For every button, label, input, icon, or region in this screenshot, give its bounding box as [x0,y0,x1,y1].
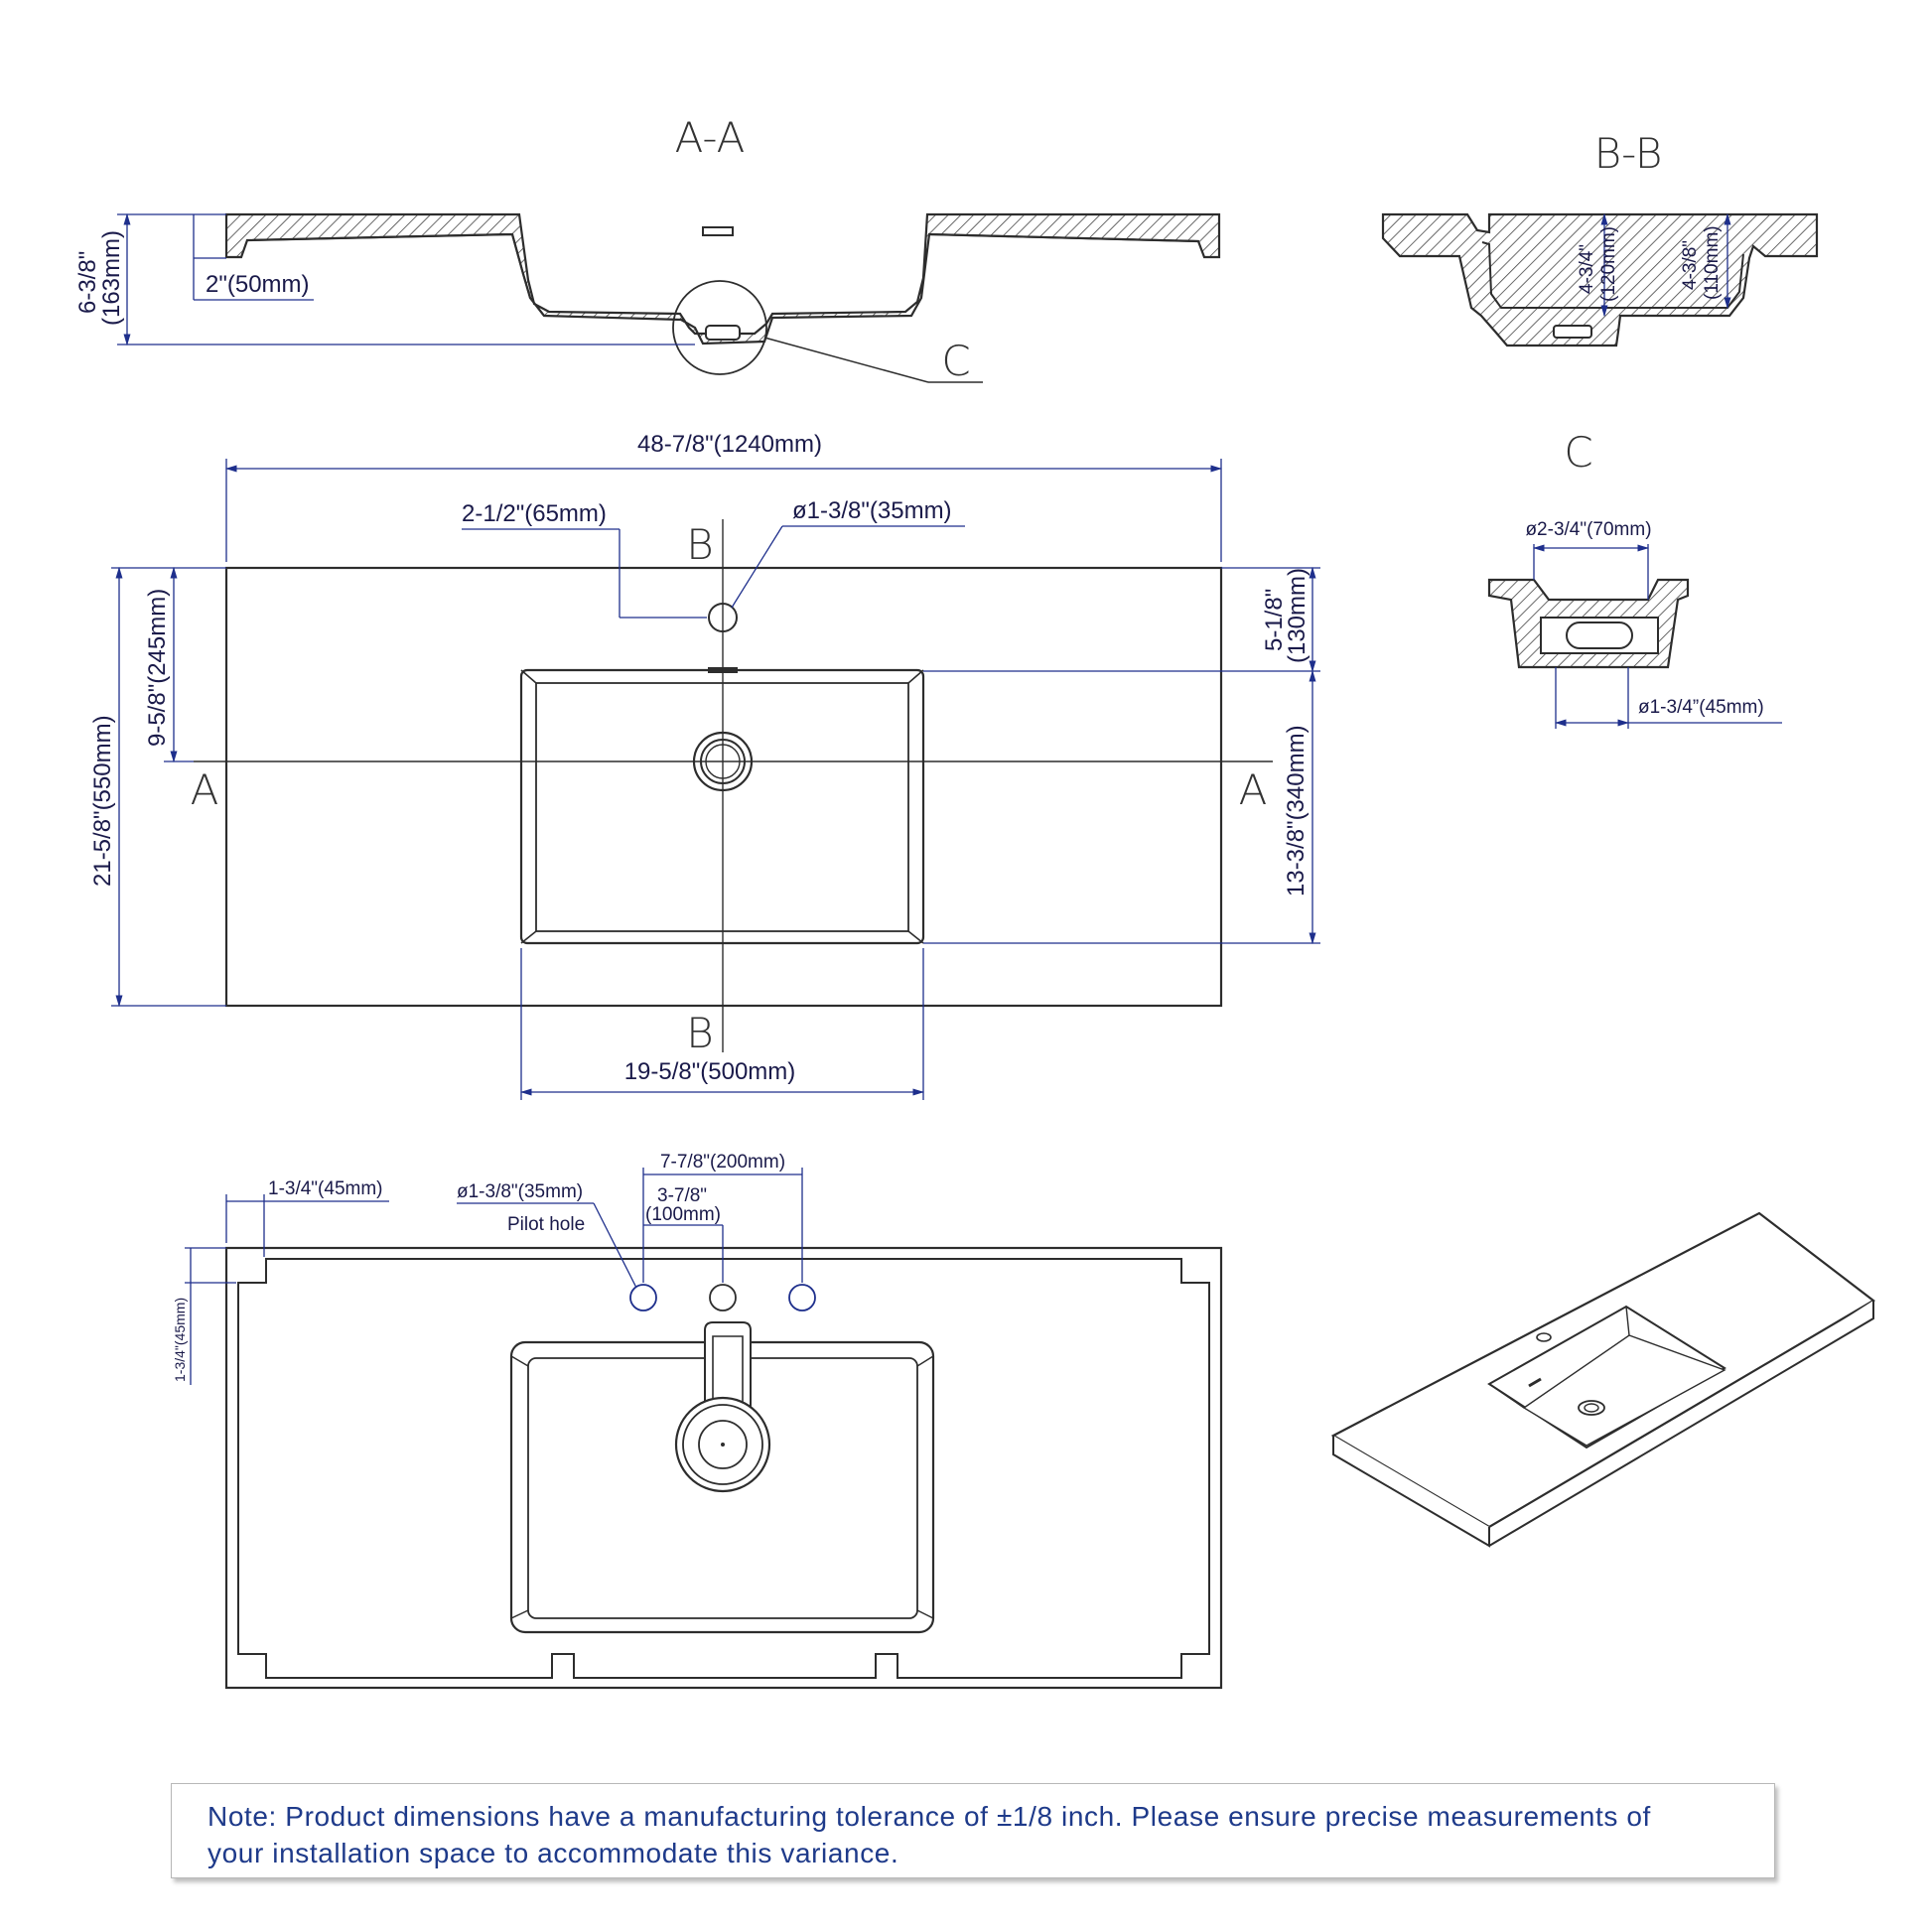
detail-c-title: C [1564,428,1592,477]
aa-deck-label: 2"(50mm) [206,271,310,298]
pilot-hole-center [709,1284,737,1311]
half-spread-label: 3-7/8" [657,1185,707,1206]
overall-depth-label: 21-5/8"(550mm) [89,715,116,887]
bowl-width-label: 19-5/8"(500mm) [624,1058,796,1085]
half-spread-mm-label: (100mm) [645,1204,721,1225]
top-plan-view: A A B B 48-7/8"(1240mm) 2-1/2"(65mm) ø1-… [89,431,1320,1100]
overall-width-label: 48-7/8"(1240mm) [637,431,822,458]
bb-depth1-label: 4-3/4" [1577,244,1597,294]
section-bb-profile [1381,212,1819,347]
aa-height-label: 6-3/8" [74,251,101,314]
note-line-1: Note: Product dimensions have a manufact… [207,1801,1651,1832]
bottom-underside-outline [237,1258,1210,1679]
cut-a-right: A [1239,765,1268,814]
faucet-offset-label: 2-1/2"(65mm) [462,500,607,527]
aa-height-mm-label: (163mm) [98,230,125,326]
faucet-hole-label: ø1-3/8"(35mm) [792,497,952,524]
bottom-view: 1-3/4"(45mm) 1-3/4"(45mm) 7-7/8"(200mm) … [172,1152,1223,1690]
bowl-depth-label: 13-3/8"(340mm) [1283,725,1310,897]
section-bb-title: B-B [1594,129,1663,178]
section-bb-view: B-B 4-3/4" (120mm) 4-3/8" (110mm) [1381,129,1819,347]
pilot-hole-right [788,1284,816,1311]
drain-offset-label: 9-5/8"(245mm) [144,589,171,747]
pilot-hole-left [629,1284,657,1311]
widespread-label: 7-7/8"(200mm) [660,1152,785,1173]
note-line-2: your installation space to accommodate t… [207,1838,899,1868]
bottom-side-label: 1-3/4"(45mm) [172,1298,188,1382]
back-to-bowl-label: 5-1/8" [1261,589,1288,651]
cut-a-left: A [191,765,219,814]
bb-depth2-mm-label: (110mm) [1702,225,1723,300]
bottom-edge-label: 1-3/4"(45mm) [268,1178,383,1199]
pilot-hole-label: Pilot hole [507,1214,585,1235]
detail-c-view: C ø2-3/4"(70mm) ø1-3/4”(45mm) [1487,428,1782,729]
bb-depth2-label: 4-3/8" [1680,240,1701,290]
section-aa-view: A-A C 6-3/8" (163mm) 2"(50mm) [74,113,1221,385]
callout-c-label: C [941,337,970,385]
isometric-view [1330,1211,1875,1548]
bb-depth1-mm-label: (120mm) [1598,226,1619,302]
c-bottom-dia-label: ø1-3/4”(45mm) [1638,697,1764,718]
cut-b-top: B [686,520,714,569]
c-top-dia-label: ø2-3/4"(70mm) [1525,519,1651,540]
cut-b-bottom: B [686,1009,714,1057]
section-aa-title: A-A [675,113,746,162]
tolerance-note: Note: Product dimensions have a manufact… [171,1783,1775,1878]
pilot-dia-label: ø1-3/8"(35mm) [457,1181,583,1202]
back-to-bowl-mm-label: (130mm) [1284,568,1311,663]
